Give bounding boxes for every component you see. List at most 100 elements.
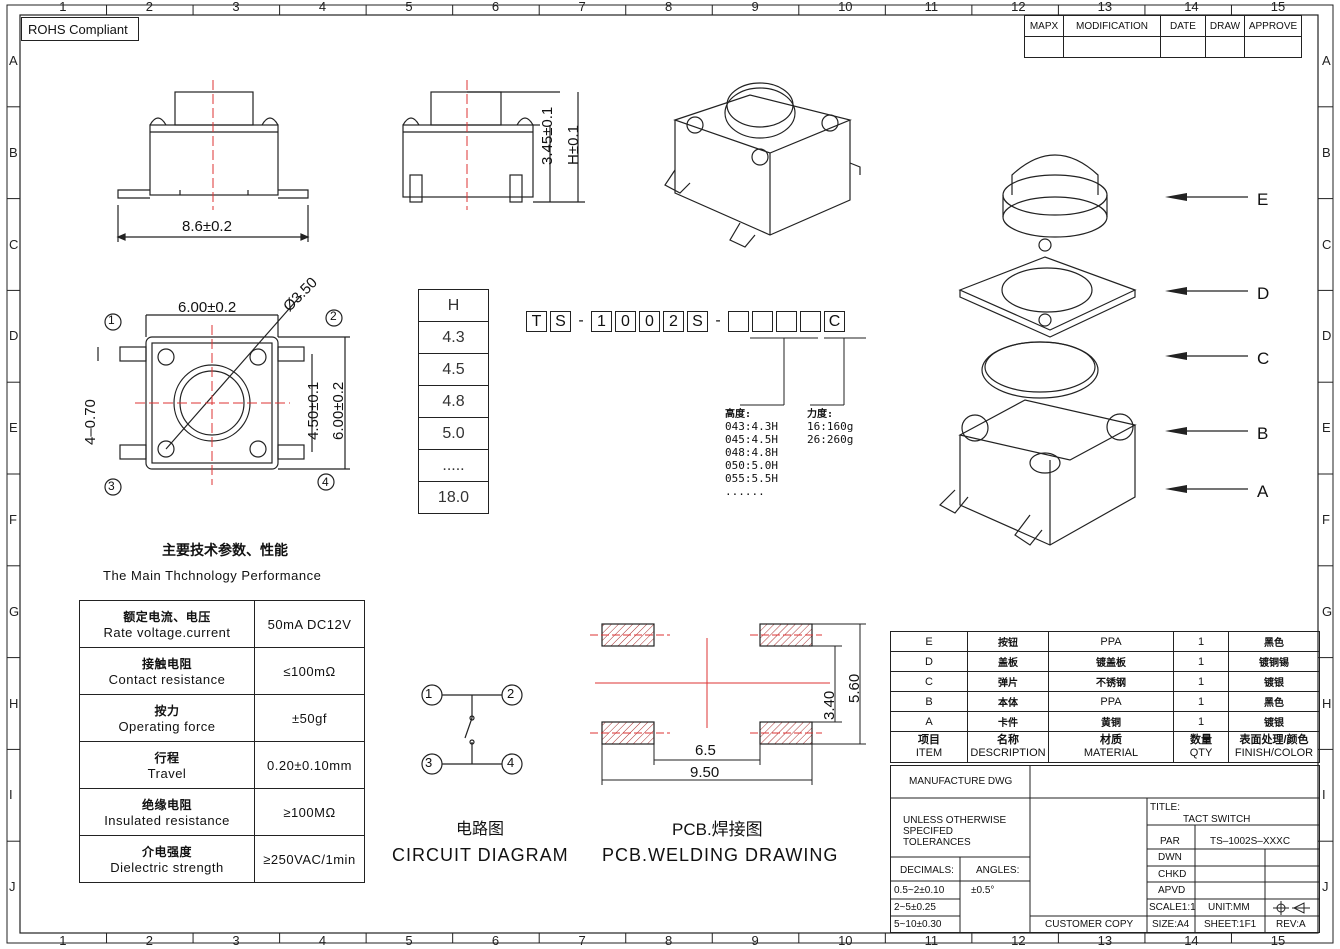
bom-finish: 黑色 [1228, 691, 1320, 712]
force-codes-title: 力度: [807, 409, 834, 420]
dim-pin-side: 4–0.70 [82, 399, 99, 445]
perf-key-en: Insulated resistance [104, 813, 230, 828]
height-table-cell: 4.5 [419, 354, 488, 386]
column-number: 1 [59, 933, 67, 948]
tb-tolerance: UNLESS OTHERWISE SPECIFED TOLERANCES [903, 815, 1007, 848]
perf-key-en: Contact resistance [108, 672, 226, 687]
row-letter: A [1322, 52, 1331, 68]
force-code: 16:160g [807, 420, 854, 433]
perf-value: ≥100MΩ [254, 788, 365, 836]
part-char: - [578, 312, 584, 329]
isometric-view [664, 82, 861, 248]
bom-finish: 镀铜锡 [1228, 651, 1320, 672]
pin-label-3: 3 [108, 479, 115, 493]
revision-table: MAPX MODIFICATION DATE DRAW APPROVE [1024, 15, 1302, 58]
circuit-diagram [421, 684, 523, 775]
exploded-label-a: A [1257, 482, 1269, 501]
height-code: ...... [725, 485, 765, 498]
perf-value: ≥250VAC/1min [254, 835, 365, 883]
perf-key-en: Dielectric strength [110, 860, 224, 875]
row-letter: D [1322, 328, 1332, 344]
part-number-boxes: T S - 1 0 0 2 S - C [526, 311, 845, 332]
perf-key-en: Travel [147, 766, 187, 781]
circuit-title-en: CIRCUIT DIAGRAM [392, 845, 569, 865]
pin-label-4: 4 [322, 475, 329, 489]
column-number: 8 [665, 933, 673, 948]
height-codes-title: 高度: [725, 409, 752, 420]
part-char: - [715, 312, 721, 329]
exploded-label-d: D [1257, 284, 1270, 303]
column-number: 10 [838, 933, 853, 948]
height-code: 050:5.0H [725, 459, 778, 472]
perf-value: ≤100mΩ [254, 647, 365, 695]
column-number: 13 [1097, 0, 1113, 14]
part-char: 2 [663, 311, 684, 332]
column-number: 5 [405, 0, 413, 14]
row-letter: J [1322, 879, 1329, 895]
perf-value: 50mA DC12V [254, 600, 365, 648]
row-letter: I [1322, 787, 1326, 803]
row-letter: E [9, 420, 18, 436]
side-view [402, 80, 585, 210]
circuit-title-zh: 电路图 [456, 821, 505, 838]
row-letter: F [9, 511, 17, 527]
bom-qty: 1 [1173, 631, 1229, 652]
part-char: C [824, 311, 845, 332]
bom-item: D [890, 651, 968, 672]
perf-key-en: Rate voltage.current [103, 625, 231, 640]
bom-item: C [890, 671, 968, 692]
column-number: 4 [318, 933, 327, 948]
column-number: 8 [665, 0, 673, 14]
pcb-title-en: PCB.WELDING DRAWING [602, 845, 839, 865]
bom-material: 镀盖板 [1048, 651, 1174, 672]
tb-size: SIZE:A4 [1152, 919, 1190, 930]
top-view [97, 295, 350, 496]
dim-height-h: H±0.1 [565, 125, 582, 165]
bom-item: A [890, 711, 968, 732]
performance-title-en: The Main Thchnology Performance [103, 568, 322, 583]
part-char: S [550, 311, 571, 332]
column-number: 2 [145, 933, 154, 948]
height-table-cell: 5.0 [419, 418, 488, 450]
height-codes-list: 043:4.3H 045:4.5H 048:4.8H 050:5.0H 055:… [725, 420, 778, 498]
bom-material: PPA [1048, 691, 1174, 712]
pcb-dim-560: 5.60 [846, 673, 863, 703]
bom-header-desc-en: DESCRIPTION [970, 747, 1046, 759]
column-number: 6 [491, 0, 500, 14]
tb-manufacture: MANUFACTURE DWG [909, 776, 1013, 787]
perf-key-zh: 接触电阻 [141, 657, 192, 671]
row-letter: A [9, 52, 18, 68]
dim-height-345: 3.45±0.1 [539, 106, 556, 165]
row-letter: J [9, 879, 16, 895]
bom-qty: 1 [1173, 651, 1229, 672]
force-codes-list: 16:160g 26:260g [807, 420, 853, 446]
part-char-blank [752, 311, 773, 332]
height-code: 043:4.3H [725, 420, 778, 433]
column-number: 10 [838, 0, 853, 14]
tb-scale: SCALE1:1 [1149, 902, 1196, 913]
bom-header-mat-zh: 材质 [1100, 734, 1122, 746]
pcb-dim-65: 6.5 [695, 742, 716, 759]
column-number: 11 [924, 933, 939, 948]
tb-par-label: PAR [1160, 836, 1180, 847]
height-table-cell: 4.3 [419, 322, 488, 354]
part-number-leaders [740, 337, 866, 406]
part-char: 0 [639, 311, 660, 332]
row-letter: F [1322, 511, 1330, 527]
bom-desc: 弹片 [967, 671, 1049, 692]
bom-header-mat-en: MATERIAL [1083, 747, 1139, 759]
row-letter: B [1322, 144, 1331, 160]
dim-body-width: 6.00±0.2 [178, 299, 237, 316]
perf-key-zh: 介电强度 [141, 845, 192, 859]
row-letter: I [9, 787, 13, 803]
bom-item: E [890, 631, 968, 652]
pcb-drawing [590, 623, 866, 785]
bom-header-item-en: ITEM [915, 747, 943, 759]
column-number: 2 [145, 0, 154, 14]
